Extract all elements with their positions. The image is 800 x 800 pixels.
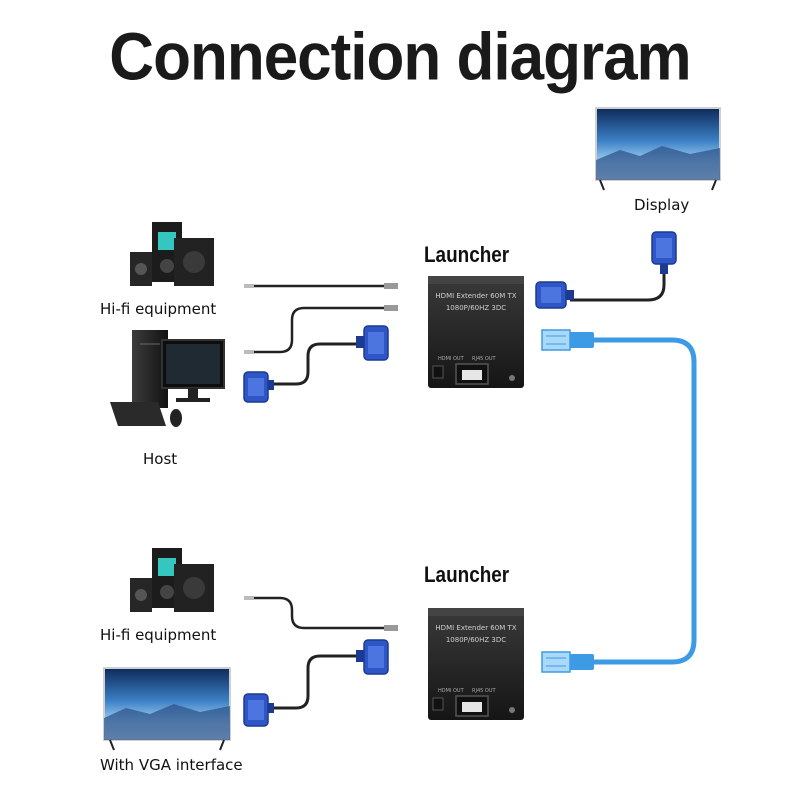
vga-connector-icon [535, 281, 574, 309]
vga-cable [570, 274, 666, 302]
vga-display-label: With VGA interface [100, 756, 243, 774]
vga-cable [270, 654, 360, 710]
vga-connector-icon [651, 231, 677, 274]
vga-display-tv-icon [103, 667, 231, 751]
port-label: HDMI OUT [438, 356, 465, 362]
display-label: Display [634, 196, 690, 214]
vga-connector-icon [356, 325, 389, 361]
device-model-text: HDMI Extender 60M TX [435, 624, 516, 632]
device-spec-text: 1080P/60HZ 3DC [446, 304, 506, 312]
audio-cable [252, 306, 384, 354]
launcher-device-bottom [428, 608, 524, 720]
ethernet-plug-icon [541, 651, 594, 673]
speaker-system-icon [130, 222, 214, 286]
audio-plug-icon [384, 283, 398, 289]
audio-plug-icon [384, 625, 398, 631]
port-label: HDMI OUT [438, 688, 465, 694]
host-label: Host [143, 450, 178, 468]
vga-connector-icon [243, 693, 274, 727]
audio-plug-icon [244, 350, 254, 354]
device-spec-text: 1080P/60HZ 3DC [446, 636, 506, 644]
port-label: RJ45 OUT [472, 356, 496, 362]
vga-connector-icon [356, 639, 389, 675]
launcher-label-top: Launcher [424, 242, 510, 267]
display-tv-icon [595, 107, 721, 191]
computer-host-icon [110, 330, 225, 427]
hifi-label-bottom: Hi-fi equipment [100, 626, 217, 644]
vga-cable [272, 342, 360, 386]
hifi-label-top: Hi-fi equipment [100, 300, 217, 318]
audio-plug-icon [244, 284, 254, 288]
audio-plug-icon [244, 596, 254, 600]
audio-cable [252, 596, 384, 630]
launcher-device-top [428, 276, 524, 388]
audio-plug-icon [384, 305, 398, 311]
ethernet-plug-icon [541, 329, 594, 351]
launcher-label-bottom: Launcher [424, 562, 510, 587]
port-label: RJ45 OUT [472, 688, 496, 694]
vga-connector-icon [243, 371, 274, 403]
ethernet-cable [590, 337, 697, 665]
diagram-title: Connection diagram [109, 20, 691, 95]
device-model-text: HDMI Extender 60M TX [435, 292, 516, 300]
speaker-system-icon [130, 548, 214, 612]
